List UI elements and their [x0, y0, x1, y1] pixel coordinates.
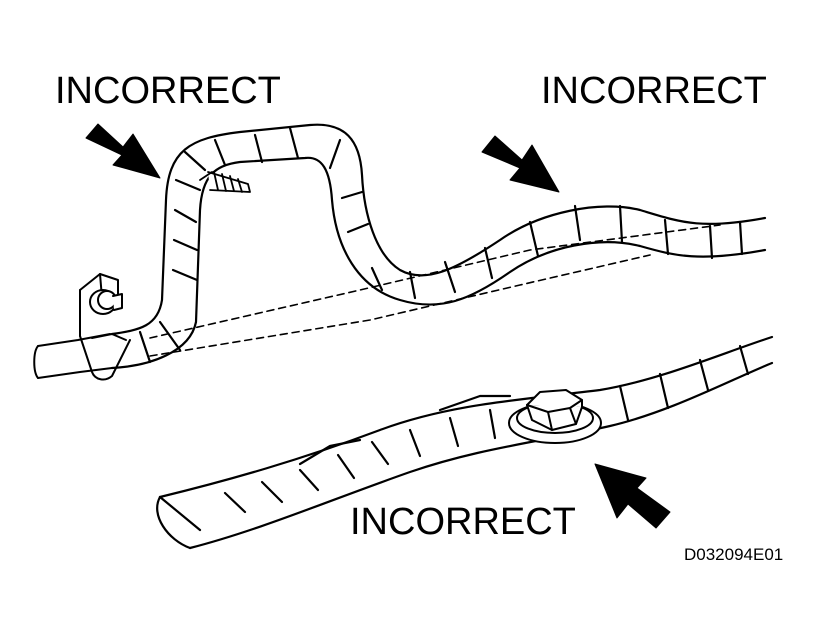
upper-pipe — [33, 333, 113, 379]
arrow-icon-top-right — [481, 135, 560, 193]
arrow-icon-top-left — [85, 123, 161, 179]
arrow-icon-bottom — [594, 463, 671, 529]
incorrect-label-top-right: INCORRECT — [541, 70, 767, 112]
incorrect-label-top-left: INCORRECT — [55, 70, 281, 112]
lower-harness-pipe — [156, 335, 774, 550]
screw-icon — [199, 171, 251, 193]
upper-harness-loop — [110, 123, 767, 370]
bolt-icon — [508, 389, 602, 444]
figure-code: D032094E01 — [684, 545, 784, 564]
incorrect-label-bottom: INCORRECT — [350, 501, 576, 543]
clamp-bolt-icon — [89, 289, 123, 315]
